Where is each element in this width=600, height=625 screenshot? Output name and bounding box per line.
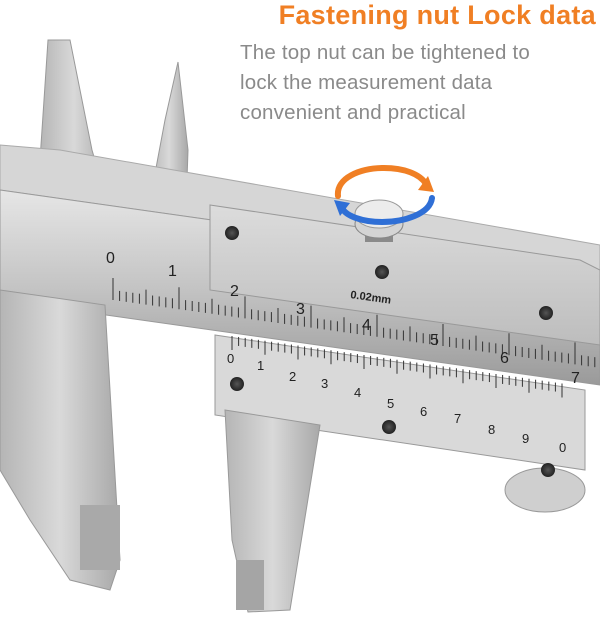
rotate-arrows-icon <box>334 164 435 226</box>
slider-housing <box>209 204 600 346</box>
vernier-label-1: 1 <box>257 358 264 373</box>
main-scale <box>112 278 596 368</box>
main-scale-labels: 0 1 2 3 4 5 6 7 <box>106 250 580 387</box>
vernier-label-7: 7 <box>454 411 461 426</box>
main-label-2: 2 <box>230 283 239 300</box>
description: The top nut can be tightened to lock the… <box>240 38 590 128</box>
vernier-scale <box>231 336 563 398</box>
vernier-label-6: 6 <box>420 404 427 419</box>
screws <box>225 226 555 477</box>
description-line-2: lock the measurement data <box>240 71 493 94</box>
vernier-label-3: 3 <box>321 376 328 391</box>
screw-2 <box>375 265 389 279</box>
main-label-0: 0 <box>106 250 115 267</box>
main-label-1: 1 <box>168 263 177 280</box>
headline: Fastening nut Lock data <box>278 0 596 30</box>
vernier-label-5: 5 <box>387 396 394 411</box>
description-line-3: convenient and practical <box>240 101 466 124</box>
vernier-scale-labels: 0 1 2 3 4 5 6 7 8 9 0 <box>227 351 566 455</box>
lower-moving-jaw-tip <box>236 560 264 610</box>
screw-6 <box>541 463 555 477</box>
screw-1 <box>225 226 239 240</box>
screw-4 <box>230 377 244 391</box>
main-label-5: 5 <box>430 332 439 349</box>
description-line-1: The top nut can be tightened to <box>240 41 530 64</box>
screw-5 <box>382 420 396 434</box>
main-label-3: 3 <box>296 301 305 318</box>
screw-3 <box>539 306 553 320</box>
resolution-label: 0.02mm <box>350 289 392 307</box>
vernier-label-8: 8 <box>488 422 495 437</box>
lower-jaw-notch <box>80 505 120 570</box>
main-label-7: 7 <box>571 370 580 387</box>
main-label-4: 4 <box>362 317 371 334</box>
vernier-label-2: 2 <box>289 369 296 384</box>
vernier-label-4: 4 <box>354 385 361 400</box>
vernier-label-0: 0 <box>227 351 234 366</box>
vernier-label-10: 0 <box>559 440 566 455</box>
vernier-plate <box>214 334 586 471</box>
vernier-label-9: 9 <box>522 431 529 446</box>
main-label-6: 6 <box>500 350 509 367</box>
